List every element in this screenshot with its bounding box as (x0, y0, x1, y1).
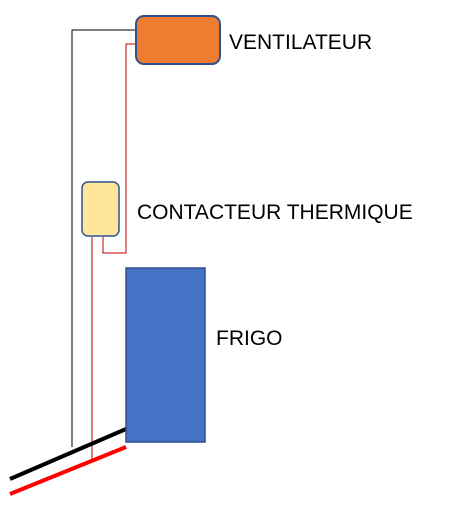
red-power-cable (9, 445, 127, 496)
thermal-switch-box (81, 181, 120, 237)
black-wire (71, 29, 136, 447)
fridge-label: FRIGO (216, 327, 283, 350)
fan-box (135, 15, 221, 65)
fridge-box (125, 267, 206, 443)
black-power-cable (9, 427, 127, 481)
fan-label: VENTILATEUR (229, 31, 372, 54)
thermal-switch-label: CONTACTEUR THERMIQUE (137, 201, 413, 224)
